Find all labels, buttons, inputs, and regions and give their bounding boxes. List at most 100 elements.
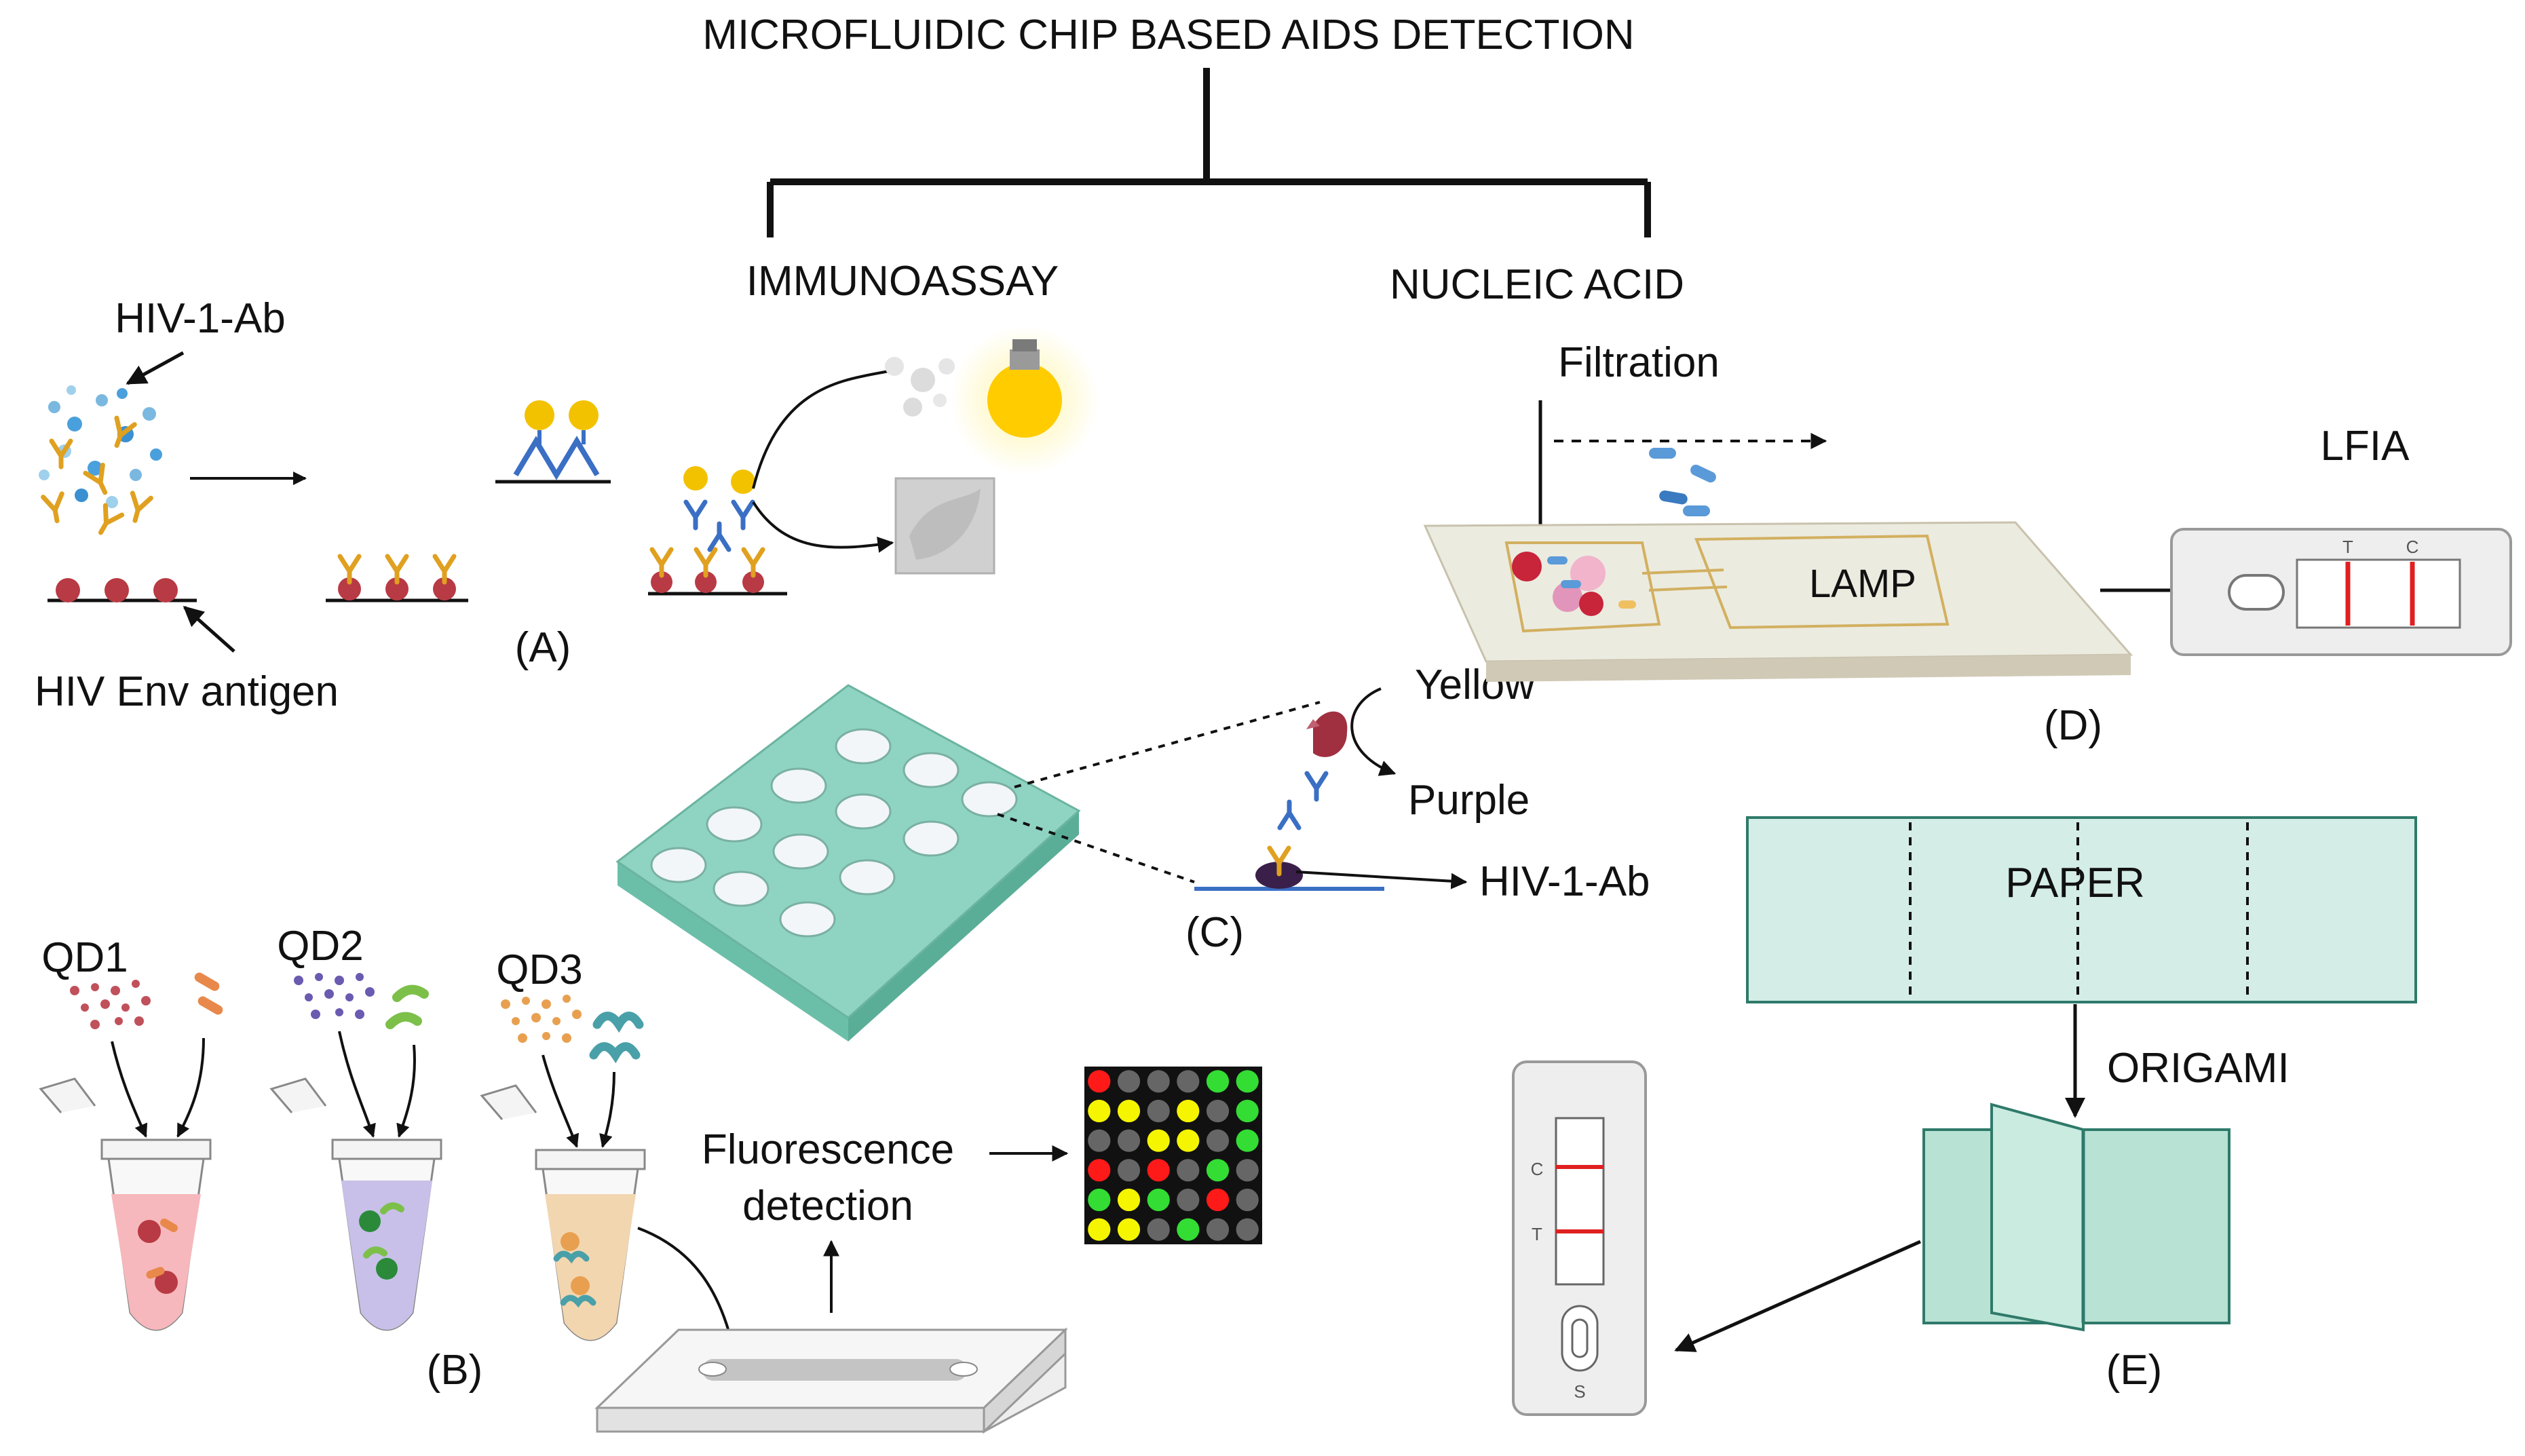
well	[650, 847, 707, 883]
fluorescence-spot	[1117, 1218, 1141, 1241]
hiv-antibody-complex-icon	[1194, 711, 1384, 891]
well	[835, 728, 892, 765]
qd3-dots-icon	[501, 995, 582, 1043]
fluorescence-spot	[1206, 1218, 1230, 1241]
fluorescence-spot	[1206, 1159, 1230, 1182]
well	[961, 781, 1018, 818]
bacteria-icon	[1649, 448, 1716, 516]
cassette-s-label: S	[1574, 1381, 1585, 1402]
fluorescence-spot	[1177, 1099, 1200, 1123]
well	[706, 806, 763, 843]
well	[839, 859, 896, 896]
fluorescence-spot	[1236, 1129, 1259, 1152]
fluorescence-spot	[1088, 1070, 1111, 1093]
fluorescence-spot	[1177, 1188, 1200, 1212]
fluorescence-spot	[1088, 1218, 1111, 1241]
zoom-line-top	[1014, 701, 1321, 788]
panel-a-antibody-arrow	[126, 351, 185, 385]
panel-b-label: (B)	[427, 1347, 483, 1394]
tube-input-arrows	[111, 1031, 615, 1148]
lfia-strip-c: C	[2406, 537, 2419, 557]
qd2-dots-icon	[294, 973, 375, 1019]
panel-e: PAPER ORIGAMI C T S (E)	[1512, 816, 2417, 1416]
panel-b: QD1 QD2 QD3	[39, 923, 1262, 1434]
panel-a-antigen-arrow	[183, 606, 235, 653]
signal-curve-up	[752, 368, 896, 489]
antibody-cluster-icon	[39, 385, 162, 537]
cassette-t-label: T	[1532, 1224, 1542, 1244]
fluorescence-spot	[1088, 1099, 1111, 1123]
panel-e-origami-label: ORIGAMI	[2107, 1045, 2290, 1092]
fluorescence-spot	[1117, 1129, 1141, 1152]
fluorescence-spot	[1088, 1129, 1111, 1152]
fluorescence-spot	[1088, 1159, 1111, 1182]
panel-d-lamp-label: LAMP	[1809, 562, 1916, 606]
fluorescence-spot	[1177, 1218, 1200, 1241]
qd1-antigen-icon	[194, 972, 223, 1015]
antigen-surface-icon	[48, 578, 197, 602]
panel-a-antibody-label: HIV-1-Ab	[115, 295, 286, 342]
panel-c-antibody-arrow	[1295, 870, 1468, 889]
fluorescence-spot	[1117, 1188, 1141, 1212]
lfia-strip-icon: T C	[2170, 528, 2512, 656]
fluorescence-spot	[1236, 1099, 1259, 1123]
panel-c: Yellow Purple HIV-1-Ab (C)	[615, 662, 1650, 1041]
panel-c-purple-label: Purple	[1408, 777, 1530, 824]
qd3-antigen-icon	[589, 1012, 644, 1064]
panel-d-label: (D)	[2044, 702, 2102, 749]
paper-sheet	[1746, 816, 2417, 1003]
fluorescence-spot	[1236, 1218, 1259, 1241]
tube-qd1-icon	[39, 1077, 212, 1331]
well-plate-wells	[650, 728, 1018, 938]
signal-curve-down	[752, 501, 894, 553]
panel-b-qd3-label: QD3	[496, 946, 582, 993]
lamp-chip-channels	[1504, 534, 1950, 633]
fluorescence-spot	[1177, 1129, 1200, 1152]
lfia-strip-t: T	[2342, 537, 2353, 557]
fluorescence-spot	[1236, 1159, 1259, 1182]
fluorescence-spot	[1088, 1188, 1111, 1212]
qd2-antigen-icon	[385, 984, 429, 1029]
fluorescence-spot	[1177, 1159, 1200, 1182]
panel-d-lfia-label: LFIA	[2321, 423, 2410, 470]
well	[903, 820, 960, 857]
fluorescence-grid-background	[1084, 1067, 1262, 1244]
fluorescence-spot	[1236, 1188, 1259, 1212]
antibody-bound-icon	[326, 556, 468, 602]
fluorescence-spot	[1117, 1070, 1141, 1093]
fluorescence-spot	[1206, 1188, 1230, 1212]
fluorescence-grid	[1088, 1070, 1259, 1241]
microfluidic-chip-icon	[594, 1327, 1068, 1434]
fluorescence-spot	[1177, 1070, 1200, 1093]
panel-a: HIV-1-Ab HIV Env antigen	[35, 295, 1099, 715]
tube-to-chip-arrow	[637, 1227, 737, 1348]
yellow-to-purple-arrow	[1350, 687, 1397, 776]
panel-c-antibody-label: HIV-1-Ab	[1479, 858, 1650, 905]
origami-to-cassette-arrow	[1674, 1240, 1922, 1352]
fluorescence-spot	[1147, 1099, 1170, 1123]
well-plate-top	[615, 684, 1081, 1019]
blood-cells-icon	[1512, 552, 1636, 616]
panel-b-qd1-label: QD1	[41, 934, 128, 981]
panel-b-fluorescence-line1: Fluorescence	[702, 1126, 954, 1173]
panel-c-label: (C)	[1185, 909, 1244, 956]
fluorescence-spot	[1117, 1099, 1141, 1123]
fluorescence-spot	[1147, 1188, 1170, 1212]
test-cassette-icon: C T S	[1512, 1060, 1647, 1416]
fluorescence-spot	[1147, 1218, 1170, 1241]
diagram-title: MICROFLUIDIC CHIP BASED AIDS DETECTION	[702, 12, 1634, 58]
well-plate-side	[618, 862, 848, 1041]
panel-d-filtration-label: Filtration	[1558, 339, 1720, 386]
fluorescence-spot	[1147, 1159, 1170, 1182]
panel-e-paper-label: PAPER	[2005, 860, 2145, 906]
well	[713, 870, 770, 907]
fluorescence-spot	[1147, 1129, 1170, 1152]
branch-immunoassay: IMMUNOASSAY	[746, 258, 1059, 305]
cassette-c-label: C	[1531, 1159, 1544, 1179]
tube-qd2-icon	[269, 1077, 442, 1331]
panel-d: Filtration LAMP LFIA	[1423, 339, 2512, 749]
well-plate-front	[848, 811, 1079, 1041]
sandwich-complex-icon	[648, 466, 787, 596]
